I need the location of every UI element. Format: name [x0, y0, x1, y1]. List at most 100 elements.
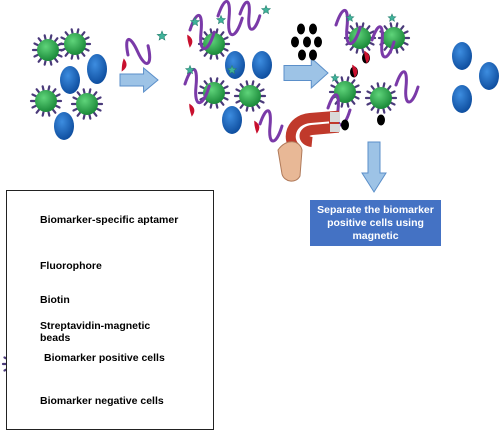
receptor-spike — [41, 85, 45, 92]
cell-body — [203, 33, 225, 55]
receptor-spike — [386, 105, 392, 111]
receptor-spike — [82, 113, 86, 120]
fluorophore-icon — [156, 30, 168, 41]
receptor-spike — [203, 80, 209, 86]
receptor-spike — [366, 101, 373, 106]
receptor-spike — [31, 93, 38, 98]
process-arrow — [283, 56, 329, 90]
receptor-spike — [76, 111, 82, 117]
aptamer-strand — [125, 38, 152, 65]
positive-cell — [70, 88, 104, 120]
receptor-spike — [368, 41, 375, 46]
fluorophore-icon — [260, 4, 272, 15]
receptor-spike — [222, 96, 229, 101]
fluorophore-icon — [345, 13, 355, 22]
fluorophore-icon — [184, 64, 196, 75]
receptor-spike — [215, 28, 219, 35]
legend-box — [6, 190, 214, 430]
legend-label-biotin: Biotin — [40, 294, 70, 306]
receptor-spike — [53, 57, 59, 63]
receptor-spike — [80, 31, 86, 37]
magnetic-bead — [298, 49, 306, 61]
receptor-spike — [72, 107, 79, 112]
receptor-spike — [199, 85, 206, 90]
receptor-spike — [361, 47, 365, 54]
negative-cell — [252, 51, 272, 79]
positive-cell — [197, 77, 231, 109]
legend-label-negative-cells: Biomarker negative cells — [40, 395, 164, 407]
receptor-spike — [222, 36, 229, 41]
positive-cell — [328, 76, 362, 108]
receptor-spike — [365, 25, 371, 31]
receptor-spike — [203, 100, 209, 106]
receptor-spike — [203, 51, 209, 57]
receptor-spike — [209, 53, 213, 60]
magnetic-bead — [303, 36, 311, 48]
receptor-spike — [389, 22, 393, 29]
receptor-spike — [399, 25, 405, 31]
receptor-spike — [43, 34, 47, 41]
receptor-spike — [80, 51, 86, 57]
receptor-spike — [35, 88, 41, 94]
biotin-icon — [364, 50, 370, 64]
positive-cell — [364, 82, 398, 114]
receptor-spike — [56, 53, 63, 58]
receptor-spike — [235, 99, 242, 104]
cell-body — [334, 81, 356, 103]
negative-cell — [222, 106, 242, 134]
receptor-spike — [251, 105, 255, 112]
magnetic-bead — [377, 114, 385, 126]
receptor-spike — [64, 51, 70, 57]
cell-body — [349, 27, 371, 49]
cell-body — [76, 93, 98, 115]
receptor-spike — [255, 83, 261, 89]
receptor-spike — [60, 36, 67, 41]
magnetic-bead — [309, 23, 317, 35]
down-arrow — [361, 141, 387, 193]
receptor-spike — [365, 45, 371, 51]
receptor-spike — [386, 85, 392, 91]
magnetic-bead — [297, 23, 305, 35]
receptor-spike — [41, 110, 45, 117]
positive-cell — [197, 28, 231, 60]
magnetic-bead — [341, 119, 349, 131]
negative-cell — [225, 51, 245, 79]
receptor-spike — [368, 30, 375, 35]
negative-cell — [54, 112, 74, 140]
receptor-spike — [349, 45, 355, 51]
receptor-spike — [340, 76, 344, 83]
receptor-spike — [350, 99, 356, 105]
receptor-spike — [33, 42, 40, 47]
cell-body — [64, 33, 86, 55]
receptor-spike — [47, 110, 51, 117]
receptor-spike — [350, 79, 356, 85]
receptor-spike — [49, 34, 53, 41]
positive-cell — [58, 28, 92, 60]
receptor-spike — [70, 28, 74, 35]
receptor-spike — [389, 101, 396, 106]
receptor-spike — [88, 113, 92, 120]
aptamer-strand — [394, 70, 420, 104]
receptor-spike — [376, 82, 380, 89]
receptor-spike — [76, 91, 82, 97]
receptor-spike — [203, 31, 209, 37]
receptor-spike — [383, 25, 389, 31]
process-arrow — [119, 66, 159, 94]
receptor-spike — [239, 83, 245, 89]
receptor-spike — [51, 88, 57, 94]
receptor-spike — [346, 76, 350, 83]
receptor-spike — [334, 79, 340, 85]
receptor-spike — [370, 105, 376, 111]
receptor-spike — [35, 108, 41, 114]
aptamer-strand — [258, 109, 284, 143]
receptor-spike — [235, 88, 242, 93]
receptor-spike — [383, 45, 389, 51]
receptor-spike — [209, 28, 213, 35]
receptor-spike — [43, 59, 47, 66]
receptor-spike — [399, 45, 405, 51]
receptor-spike — [83, 47, 90, 52]
cell-body — [239, 85, 261, 107]
receptor-spike — [349, 25, 355, 31]
receptor-spike — [53, 37, 59, 43]
